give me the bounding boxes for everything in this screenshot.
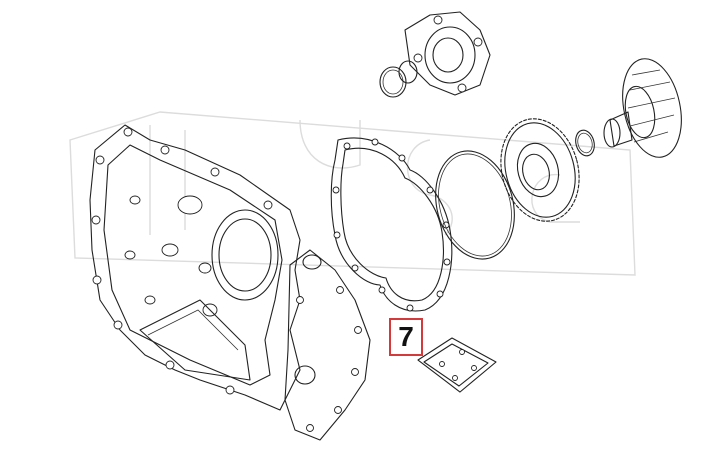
splined-coupling (603, 58, 682, 158)
bearing-cover (404, 11, 491, 96)
housing-flange-face (284, 249, 371, 441)
watermark-logo (69, 111, 636, 276)
small-o-rings (379, 60, 418, 98)
gasket-figure-eight (330, 137, 453, 312)
snap-ring-small (575, 129, 595, 157)
gear-with-bearing (500, 118, 580, 222)
small-square-gasket (417, 337, 497, 393)
part-callout-7: 7 (389, 318, 423, 356)
part-callout-label: 7 (398, 321, 414, 352)
gearbox-housing (89, 124, 301, 411)
large-o-ring (435, 150, 515, 260)
